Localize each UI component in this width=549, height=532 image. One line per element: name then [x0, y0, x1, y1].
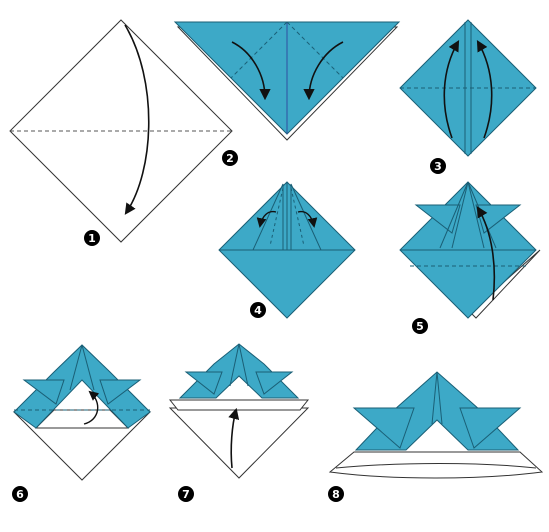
step-6-helmet-body	[13, 344, 151, 429]
step-6-badge: 6	[12, 486, 28, 502]
step-6-right-horn	[99, 379, 142, 405]
step-2-left-arrow	[231, 41, 271, 101]
step-6-crease-left	[69, 344, 83, 391]
step-1-number: 1	[88, 232, 96, 245]
step-2-number: 2	[226, 152, 234, 165]
step-3-right-arrow	[476, 40, 493, 139]
step-7-crease-right	[238, 343, 249, 387]
step-8-left-horn	[352, 407, 415, 449]
step-1-fold-arrow	[124, 24, 150, 215]
step-7-band	[168, 399, 310, 411]
step-7-badge: 7	[178, 486, 194, 502]
step-2-right-fold-line	[286, 21, 344, 79]
step-3-number: 3	[434, 160, 442, 173]
step-7-crease-left	[229, 343, 240, 387]
step-4-right-fold	[290, 187, 305, 247]
step-5-number: 5	[416, 320, 424, 333]
step-5-crease-3	[439, 181, 469, 249]
step-1-diagram	[9, 19, 233, 243]
step-4-left-arrow	[256, 210, 277, 228]
step-1-badge: 1	[84, 230, 100, 246]
step-6-left-horn	[22, 379, 65, 405]
step-7-right-horn	[255, 371, 294, 395]
step-3-diagram	[399, 19, 537, 157]
step-5-fold-arrow	[476, 206, 496, 301]
step-4-number: 4	[254, 304, 262, 317]
step-2-left-fold-line	[230, 21, 288, 79]
step-8-number: 8	[332, 488, 340, 501]
step-6-fold-arrow	[83, 390, 100, 425]
step-8-brim-inner-line	[335, 463, 537, 469]
step-7-diagram	[168, 343, 310, 479]
step-4-left-fold	[269, 187, 284, 247]
step-8-diagram	[328, 371, 544, 479]
step-8-crease-left	[431, 371, 438, 425]
step-8-crease-right	[436, 371, 443, 425]
step-4-badge: 4	[250, 302, 266, 318]
step-6-number: 6	[16, 488, 24, 501]
step-6-crease-right	[81, 344, 95, 391]
step-8-brim	[328, 451, 544, 479]
step-3-badge: 3	[430, 158, 446, 174]
step-5-badge: 5	[412, 318, 428, 334]
step-7-fold-arrow	[228, 407, 240, 469]
step-6-diagram	[12, 344, 152, 481]
step-3-left-arrow	[443, 40, 460, 139]
step-8-right-horn	[459, 407, 522, 449]
step-2-badge: 2	[222, 150, 238, 166]
step-7-helmet-body	[178, 343, 300, 399]
step-1-square-paper	[9, 19, 233, 243]
step-2-right-arrow	[303, 41, 344, 101]
step-7-number: 7	[182, 488, 190, 501]
step-5-diagram	[399, 181, 541, 319]
step-5-crease-1	[451, 181, 469, 249]
step-3-diamond	[399, 19, 537, 157]
step-7-left-horn	[184, 371, 223, 395]
step-5-crease-2	[467, 181, 485, 249]
step-4-diagram	[218, 181, 356, 319]
step-2-diagram	[173, 21, 401, 141]
step-4-right-arrow	[297, 210, 318, 228]
step-7-lower-paper	[168, 407, 310, 479]
step-8-badge: 8	[328, 486, 344, 502]
